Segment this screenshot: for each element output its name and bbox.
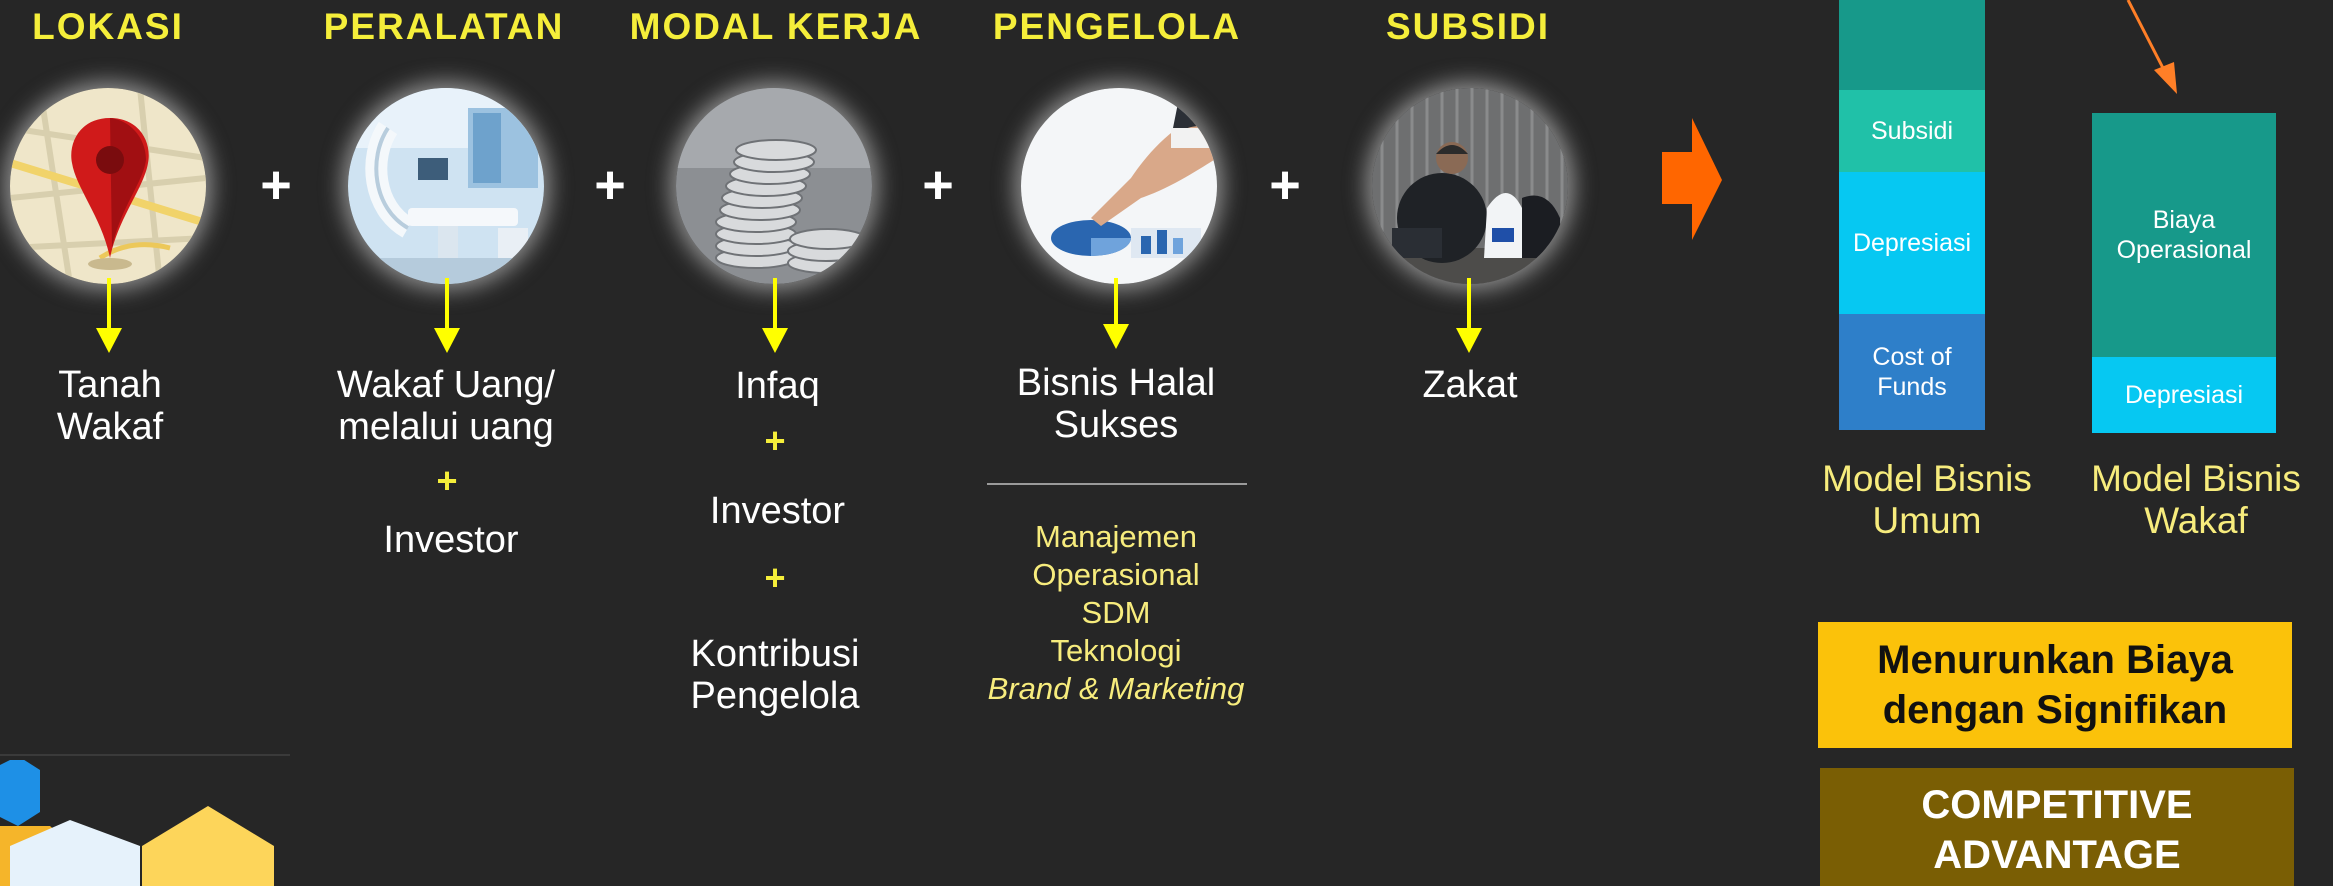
box-line: dengan Signifikan xyxy=(1882,688,2228,732)
text-line: melalui uang xyxy=(338,406,554,448)
competitive-advantage-box: COMPETITIVE ADVANTAGE xyxy=(1820,768,2294,886)
bar-segment-cost-of-funds: Cost of Funds xyxy=(1839,314,1985,430)
text-line: Wakaf xyxy=(56,406,164,448)
investor-text: Investor xyxy=(383,519,519,561)
bisnis-halal-text: Bisnis Halal Sukses xyxy=(981,362,1251,446)
heading-subsidi: SUBSIDI xyxy=(1385,6,1551,47)
lokasi-text: Tanah Wakaf xyxy=(0,364,240,448)
label-line: Model Bisnis xyxy=(2091,458,2301,499)
plus-sign: + xyxy=(922,155,954,215)
box-line: COMPETITIVE xyxy=(1921,783,2193,827)
heading-lokasi: LOKASI xyxy=(32,6,184,47)
plus-sign: + xyxy=(594,155,626,215)
homeless-person-image xyxy=(1372,88,1568,284)
list-item: Manajemen xyxy=(1035,519,1197,554)
list-item: Brand & Marketing xyxy=(987,671,1245,706)
text-line: Sukses xyxy=(1053,404,1179,446)
segment-label: Operasional xyxy=(2116,236,2252,264)
bar-segment-depresiasi: Depresiasi xyxy=(2092,357,2276,433)
decorative-hexagons xyxy=(0,760,274,886)
box-line: ADVANTAGE xyxy=(1933,833,2181,877)
plus-sign: + xyxy=(260,155,292,215)
infaq-text: Infaq xyxy=(735,365,820,407)
divider xyxy=(0,754,290,756)
list-item: Teknologi xyxy=(1050,633,1182,668)
menurunkan-biaya-box: Menurunkan Biaya dengan Signifikan xyxy=(1818,622,2292,748)
investor-text: Investor xyxy=(709,490,846,532)
hand-chart-image xyxy=(1021,88,1217,284)
text-line: Wakaf Uang/ xyxy=(336,364,556,406)
list-item: SDM xyxy=(1081,595,1151,630)
segment-label: Biaya xyxy=(2152,206,2216,234)
zakat-text: Zakat xyxy=(1422,364,1518,406)
label-line: Umum xyxy=(1872,500,1982,541)
model-bisnis-umum-label: Model Bisnis Umum xyxy=(1807,458,2047,542)
list-item: Operasional xyxy=(1032,557,1200,592)
orange-right-arrow-icon xyxy=(1662,118,1722,240)
coin-stacks-image xyxy=(676,88,872,284)
heading-pengelola: PENGELOLA xyxy=(992,6,1242,47)
peralatan-text: Wakaf Uang/ melalui uang xyxy=(296,364,596,448)
bar-segment-depresiasi: Depresiasi xyxy=(1839,172,1985,314)
segment-label: Cost of xyxy=(1872,343,1952,371)
pengelola-items: Manajemen Operasional SDM Teknologi Bran… xyxy=(966,518,1266,708)
orange-diagonal-arrow-icon xyxy=(2126,0,2177,94)
kontribusi-pengelola-text: Kontribusi Pengelola xyxy=(640,633,910,717)
down-arrows xyxy=(96,278,1482,353)
text-line: Tanah xyxy=(58,364,162,406)
bar-segment-subsidi: Subsidi xyxy=(1839,90,1985,172)
location-pin-image xyxy=(10,88,206,284)
heading-peralatan: PERALATAN xyxy=(323,6,565,47)
bar-segment-top xyxy=(1839,0,1985,90)
heading-modal-kerja: MODAL KERJA xyxy=(629,6,923,47)
text-line: Kontribusi xyxy=(690,633,860,675)
text-line: Bisnis Halal xyxy=(1016,362,1216,404)
divider xyxy=(987,483,1247,485)
yellow-plus-sign: + xyxy=(764,420,786,461)
model-bisnis-wakaf-label: Model Bisnis Wakaf xyxy=(2076,458,2316,542)
label-line: Wakaf xyxy=(2144,500,2248,541)
text-line: Pengelola xyxy=(690,675,860,717)
segment-label: Funds xyxy=(1877,373,1947,401)
yellow-plus-sign: + xyxy=(764,557,786,598)
plus-sign: + xyxy=(1269,155,1301,215)
label-line: Model Bisnis xyxy=(1822,458,2032,499)
bar-segment-biaya-operasional: Biaya Operasional xyxy=(2092,113,2276,357)
box-line: Menurunkan Biaya xyxy=(1877,638,2233,682)
yellow-plus-sign: + xyxy=(436,460,458,501)
